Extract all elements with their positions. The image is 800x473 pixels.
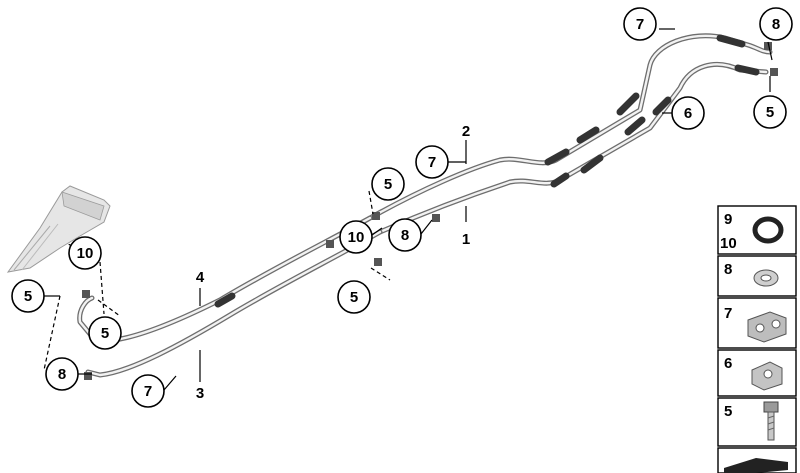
parts-legend: 9 10 8 7 6: [717, 205, 797, 473]
part-label-2: 2: [462, 123, 470, 140]
callout-5-left: 5: [11, 279, 45, 313]
legend-item-pipe-holder: 6: [717, 349, 797, 397]
pipe-holder-icon: [751, 361, 783, 391]
callout-6: 6: [671, 96, 705, 130]
callout-label: 6: [684, 105, 692, 122]
callout-label: 5: [384, 176, 392, 193]
callout-8-top: 8: [759, 7, 793, 41]
pipe-4: [77, 215, 373, 344]
callout-label: 10: [348, 229, 365, 246]
legend-label-10: 10: [720, 235, 737, 252]
pipe-clips: [82, 42, 778, 380]
legend-label-7: 7: [724, 305, 732, 322]
hose-sections: [214, 34, 760, 308]
callout-10-left: 10: [68, 236, 102, 270]
legend-item-sealing-ring: 8: [717, 255, 797, 297]
plate-icon: [724, 458, 788, 473]
callout-7-top: 7: [623, 7, 657, 41]
legend-label-8: 8: [724, 261, 732, 278]
legend-label-9: 9: [724, 211, 732, 228]
pipe-3: [85, 229, 383, 378]
pipe-2: [367, 33, 773, 221]
callout-label: 10: [77, 245, 94, 262]
callout-label: 8: [401, 227, 409, 244]
legend-label-6: 6: [724, 355, 732, 372]
o-ring-icon: [752, 216, 784, 244]
callout-label: 5: [766, 104, 774, 121]
leader-lines: [43, 28, 773, 391]
callout-7-mid: 7: [415, 145, 449, 179]
callout-7-bottom: 7: [131, 374, 165, 408]
callout-10-mid: 10: [339, 220, 373, 254]
legend-item-double-clamp: 7: [717, 297, 797, 349]
hex-bolt-icon: [763, 401, 779, 441]
part-label-4: 4: [196, 269, 205, 286]
sealing-ring-icon: [753, 269, 779, 287]
callout-5-left-inner: 5: [88, 316, 122, 350]
callout-label: 5: [350, 289, 358, 306]
legend-item-hex-bolt: 5: [717, 397, 797, 447]
callout-label: 7: [428, 154, 436, 171]
part-label-1: 1: [462, 231, 470, 248]
callout-5-lower-mid: 5: [337, 280, 371, 314]
legend-item-o-ring: 9 10: [717, 205, 797, 255]
callout-label: 8: [58, 366, 66, 383]
part-label-3: 3: [196, 385, 204, 402]
legend-label-5: 5: [724, 403, 732, 420]
callout-5-top-right: 5: [753, 95, 787, 129]
double-clamp-icon: [747, 311, 787, 343]
callout-label: 7: [636, 16, 644, 33]
callout-8-mid: 8: [388, 218, 422, 252]
pipe-1: [377, 61, 769, 235]
callout-5-mid: 5: [371, 167, 405, 201]
callout-label: 5: [101, 325, 109, 342]
legend-item-plate: [717, 447, 797, 473]
callout-label: 7: [144, 383, 152, 400]
callout-label: 5: [24, 288, 32, 305]
callout-8-left: 8: [45, 357, 79, 391]
left-component-sketch: [6, 185, 111, 273]
callout-label: 8: [772, 16, 780, 33]
